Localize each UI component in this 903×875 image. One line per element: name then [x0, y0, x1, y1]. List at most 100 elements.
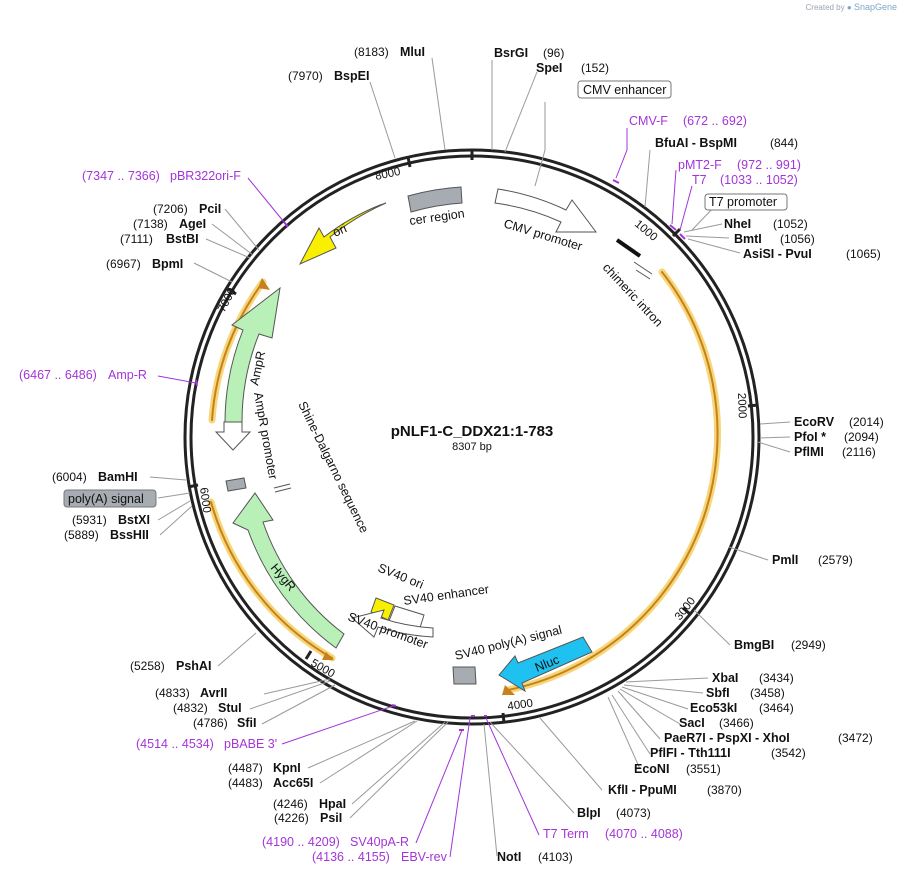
sites-8-pos: (7206): [153, 202, 188, 216]
orf-highlights: [207, 268, 722, 695]
primer-leaders: [157, 128, 693, 858]
feature-polya-signal: [225, 477, 247, 492]
feature-sv40-promoter: [350, 609, 434, 638]
tick-label-4000: 4000: [507, 698, 534, 713]
sites-9-pos: (7138): [133, 217, 168, 231]
sites-10-name: BstBI: [166, 232, 199, 246]
sites-17-pos: (5889): [64, 528, 99, 542]
primer-pmt2-f: pMT2-F(972 .. 991): [678, 158, 801, 172]
credit-brand: SnapGene: [853, 2, 897, 12]
primers-5-range: (4514 .. 4534): [136, 737, 214, 751]
sites-36-name: BlpI: [577, 806, 601, 820]
site-stui: (4832)StuI: [173, 701, 242, 715]
site-asisi: AsiSI - PvuI(1065): [743, 247, 881, 261]
site-xbai: XbaI (3434): [712, 671, 794, 685]
sites-10-pos: (7111): [120, 232, 153, 246]
primer-marks: [195, 179, 686, 731]
primer-amp-r: (6467 .. 6486) Amp-R: [19, 368, 147, 382]
tick-label-8000: 8000: [374, 166, 402, 183]
primers-3-name: pBR322ori-F: [170, 169, 241, 183]
feature-sv40-polya: [452, 666, 477, 685]
sites-13-pos: (2094): [844, 430, 879, 444]
sites-28-name: AvrII: [200, 686, 227, 700]
primers-4-name: Amp-R: [108, 368, 147, 382]
tick-label-1000: 1000: [632, 218, 659, 244]
sites-11-name: BpmI: [152, 257, 183, 271]
primers-6-range: (4190 .. 4209): [262, 835, 340, 849]
sites-5-name: NheI: [724, 217, 751, 231]
t7-promoter-label: T7 promoter: [709, 195, 777, 209]
site-sbfi: SbfI (3458): [706, 686, 785, 700]
polya-signal-label: poly(A) signal: [68, 492, 144, 506]
ori-label: ori: [331, 221, 349, 239]
primers-0-range: (672 .. 692): [683, 114, 747, 128]
sites-20-pos: (5258): [130, 659, 165, 673]
plasmid-length: 8307 bp: [452, 441, 492, 453]
sites-13-name: PfoI *: [794, 430, 826, 444]
sites-22-name: SbfI: [706, 686, 730, 700]
primers-4-range: (6467 .. 6486): [19, 368, 97, 382]
sites-32-name: Acc65I: [273, 776, 313, 790]
primers: CMV-F(672 .. 692) pMT2-F(972 .. 991) T7(…: [19, 114, 801, 864]
primers-7-name: EBV-rev: [401, 850, 448, 864]
feature-cer-region: [407, 186, 463, 213]
sites-24-name: SacI: [679, 716, 705, 730]
sites-32-pos: (4483): [228, 776, 263, 790]
sites-33-name: KflI - PpuMI: [608, 783, 677, 797]
sites-30-name: SfiI: [237, 716, 256, 730]
sites-31-pos: (4487): [228, 761, 263, 775]
sites-26-pos: (3542): [771, 746, 806, 760]
boxed-labels: CMV enhancer T7 promoter poly(A) signal: [63, 80, 788, 508]
site-noti: NotI(4103): [497, 850, 573, 864]
site-avrii: (4833)AvrII: [155, 686, 227, 700]
sites-36-pos: (4073): [616, 806, 651, 820]
site-pmli: PmlI(2579): [772, 553, 853, 567]
sites-30-pos: (4786): [193, 716, 228, 730]
tick-label-6000: 6000: [197, 487, 212, 514]
primers-2-name: T7: [692, 173, 707, 187]
sites-21-name: XbaI: [712, 671, 738, 685]
feature-ampr: [214, 286, 281, 451]
site-bpmi: (6967) BpmI: [106, 257, 183, 271]
site-blpi: BlpI (4073): [577, 806, 651, 820]
sites-22-pos: (3458): [750, 686, 785, 700]
site-paer7i: PaeR7I - PspXI - XhoI(3472): [664, 731, 873, 745]
sites-19-pos: (2949): [791, 638, 826, 652]
primer-pbabe-3: (4514 .. 4534) pBABE 3': [136, 737, 277, 751]
sites-23-pos: (3464): [759, 701, 794, 715]
sites-15-pos: (6004): [52, 470, 87, 484]
ampr-promoter-label: AmpR promoter: [251, 391, 280, 480]
site-bspei: (7970) BspEI: [288, 69, 369, 83]
sites-11-pos: (6967): [106, 257, 141, 271]
orf-core-left-top: [211, 281, 264, 421]
chimeric-intron-label: chimeric intron: [600, 260, 666, 329]
orf-core-left-bottom: [210, 501, 333, 659]
sites-3-name: BspEI: [334, 69, 369, 83]
feature-cmv-promoter: [494, 188, 597, 233]
sites-3-pos: (7970): [288, 69, 323, 83]
site-bstxi: (5931)BstXI: [72, 513, 150, 527]
site-pflmi: PflMI(2116): [794, 445, 876, 459]
orf-arrowhead-top: [258, 278, 270, 290]
sites-21-pos: (3434): [759, 671, 794, 685]
primer-ebv-rev: (4136 .. 4155)EBV-rev: [312, 850, 448, 864]
sites-7-name: AsiSI - PvuI: [743, 247, 812, 261]
sites-23-name: Eco53kI: [690, 701, 737, 715]
primers-1-range: (972 .. 991): [737, 158, 801, 172]
feature-ori: [298, 202, 387, 266]
site-pshai: (5258)PshAI: [130, 659, 211, 673]
primers-8-range: (4070 .. 4088): [605, 827, 683, 841]
primers-6-name: SV40pA-R: [350, 835, 409, 849]
primers-5-name: pBABE 3': [224, 737, 277, 751]
sites-4-pos: (844): [770, 136, 798, 150]
sites-14-name: PflMI: [794, 445, 824, 459]
primers-2-range: (1033 .. 1052): [720, 173, 798, 187]
sites-35-pos: (4226): [274, 811, 309, 825]
site-acc65i: (4483) Acc65I: [228, 776, 313, 790]
sites-6-pos: (1056): [780, 232, 815, 246]
sites-33-pos: (3870): [707, 783, 742, 797]
sites-2-pos: (152): [581, 61, 609, 75]
site-ecorv: EcoRV(2014): [794, 415, 884, 429]
site-mlui: (8183)MluI: [354, 45, 425, 59]
sites-6-name: BmtI: [734, 232, 762, 246]
